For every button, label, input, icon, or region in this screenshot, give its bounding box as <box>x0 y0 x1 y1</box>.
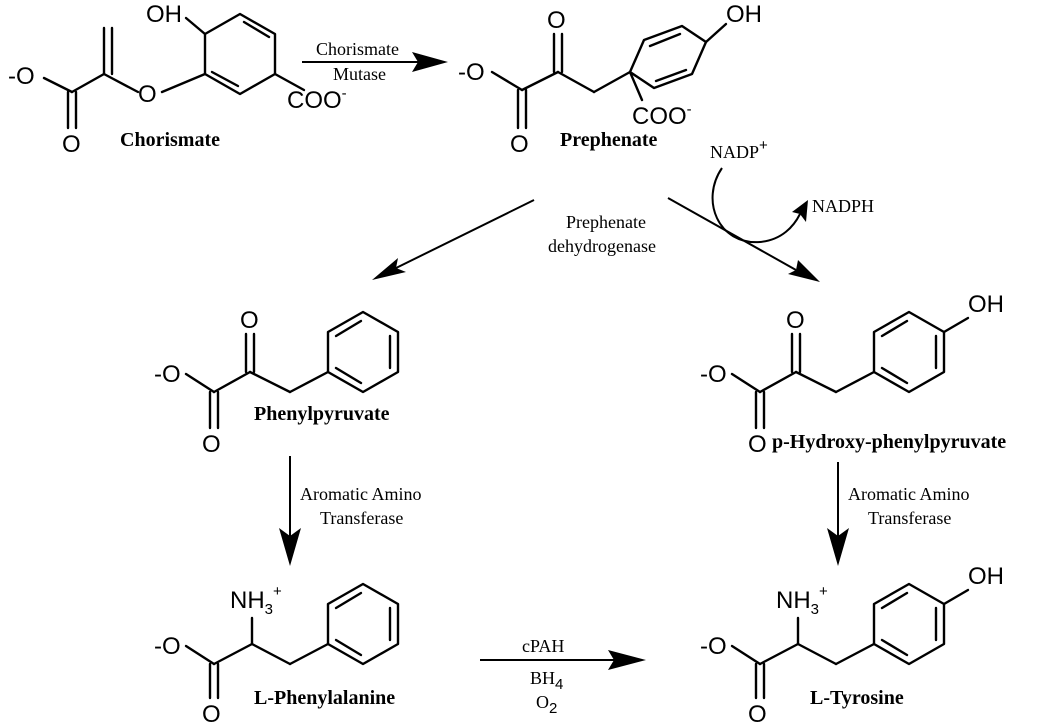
mutase-label-2: Mutase <box>333 64 386 84</box>
dehydrogenase-arrow-left <box>372 199 535 280</box>
tyr-oh: OH <box>968 563 1004 590</box>
phenylpyruvate-carboxylate-o: -O <box>154 361 181 388</box>
transferase-arrow-left <box>279 456 301 566</box>
mutase-label-1: Chorismate <box>316 39 399 59</box>
o2-label: O2 <box>536 692 557 717</box>
phenylalanine-structure: -O O NH3+ <box>154 582 400 726</box>
transferase-left-label-2: Transferase <box>320 508 403 528</box>
tyr-carbonyl-o: O <box>748 701 767 726</box>
phe-ring <box>326 582 400 666</box>
chorismate-carbonyl-o: O <box>62 131 81 158</box>
phe-amino: NH3+ <box>230 583 282 618</box>
tyr-ring <box>872 582 946 666</box>
transferase-right-label-1: Aromatic Amino <box>848 484 969 504</box>
cpah-arrow <box>480 650 646 670</box>
prephenate-carboxylate-o: -O <box>458 59 485 86</box>
chorismate-oh: OH <box>146 1 182 28</box>
prephenate-ring <box>628 24 708 90</box>
hydroxyphenylpyruvate-structure: -O O O OH <box>700 291 1004 458</box>
bh4-label: BH4 <box>530 668 563 693</box>
phe-carbonyl-o: O <box>202 701 221 726</box>
chorismate-carboxylate-o: -O <box>8 63 35 90</box>
phe-carboxylate-o: -O <box>154 633 181 660</box>
chorismate-coo: COO- <box>287 85 347 114</box>
dehydrogenase-label-1: Prephenate <box>566 212 646 232</box>
chorismate-ring <box>203 12 277 96</box>
hpp-ring <box>872 310 946 394</box>
transferase-right-label-2: Transferase <box>868 508 951 528</box>
dehydrogenase-arrow-right <box>667 197 820 282</box>
tyr-amino: NH3+ <box>776 583 828 618</box>
phenylpyruvate-ring <box>326 310 400 394</box>
chorismate-ether-o: O <box>138 81 157 108</box>
hydroxyphenylpyruvate-label: p-Hydroxy-phenylpyruvate <box>772 431 1006 453</box>
hpp-carbonyl-o1: O <box>748 431 767 458</box>
phenylpyruvate-label: Phenylpyruvate <box>254 403 390 425</box>
phenylpyruvate-structure: -O O O <box>154 307 400 458</box>
tyr-carboxylate-o: -O <box>700 633 727 660</box>
phenylalanine-label: L-Phenylalanine <box>254 687 395 709</box>
nadph-label: NADPH <box>812 196 874 216</box>
prephenate-oh: OH <box>726 1 762 28</box>
prephenate-carbonyl-o1: O <box>510 131 529 158</box>
chorismate-label: Chorismate <box>120 129 220 151</box>
chorismate-structure: OH O -O O COO- <box>8 1 347 158</box>
prephenate-carbonyl-o2: O <box>547 7 566 34</box>
phenylpyruvate-carbonyl-o1: O <box>202 431 221 458</box>
transferase-arrow-right <box>827 462 849 566</box>
prephenate-coo: COO- <box>632 101 692 130</box>
hpp-carbonyl-o2: O <box>786 307 805 334</box>
prephenate-structure: -O O O OH COO- <box>458 1 762 158</box>
transferase-left-label-1: Aromatic Amino <box>300 484 421 504</box>
tyrosine-label: L-Tyrosine <box>810 687 904 709</box>
mutase-arrow <box>302 52 448 72</box>
nadp-curve <box>711 167 801 244</box>
nadp-label: NADP+ <box>710 137 768 162</box>
cpah-label: cPAH <box>522 636 564 656</box>
dehydrogenase-label-2: dehydrogenase <box>548 236 656 256</box>
hpp-carboxylate-o: -O <box>700 361 727 388</box>
phenylpyruvate-carbonyl-o2: O <box>240 307 259 334</box>
hpp-oh: OH <box>968 291 1004 318</box>
tyrosine-structure: -O O NH3+ OH <box>700 563 1004 726</box>
prephenate-label: Prephenate <box>560 129 658 151</box>
